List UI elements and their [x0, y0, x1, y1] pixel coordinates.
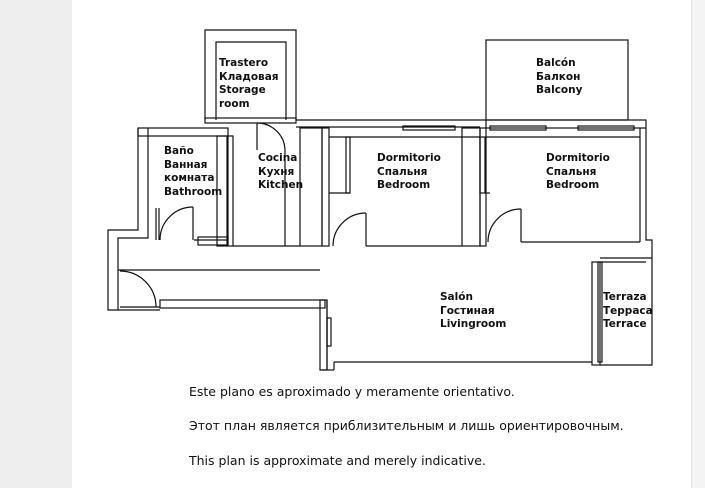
label-line: Dormitorio: [377, 152, 441, 164]
label-line: Спальня: [546, 165, 597, 178]
label-terraza: Terraza Терраса Terrace: [603, 291, 653, 332]
outer-walls: [107, 119, 653, 366]
label-line: Гостиная: [440, 304, 495, 317]
bedroom2-walls: [479, 127, 640, 247]
livingroom-walls: [118, 257, 652, 371]
label-line: Storage: [219, 84, 266, 96]
label-salon: Salón Гостиная Livingroom: [440, 291, 506, 332]
label-line: Balcón: [536, 57, 576, 69]
label-line: Kitchen: [258, 179, 304, 191]
label-line: Cocina: [258, 152, 298, 164]
label-line: комната: [164, 172, 215, 184]
label-line: Dormitorio: [546, 152, 610, 164]
label-line: Спальня: [377, 165, 428, 178]
label-balcon: Balcón Балкон Balcony: [536, 57, 582, 98]
label-line: Балкон: [536, 70, 581, 83]
label-line: Terrace: [603, 318, 647, 330]
label-line: Trastero: [219, 57, 269, 69]
label-line: Кладовая: [219, 70, 279, 83]
vertical-scrollbar[interactable]: [691, 0, 705, 488]
kitchen-walls: [227, 135, 300, 247]
label-line: Bedroom: [546, 179, 600, 191]
plan-sheet: [72, 0, 691, 488]
disclaimer-en: This plan is approximate and merely indi…: [189, 453, 486, 468]
label-cocina: Cocina Кухня Kitchen: [258, 152, 303, 193]
label-dormitorio-2: Dormitorio Спальня Bedroom: [546, 152, 610, 193]
label-line: Baño: [164, 145, 194, 157]
label-trastero: Trastero Кладовая Storage room: [219, 57, 279, 111]
label-bano: Baño Ванная комната Bathroom: [164, 145, 222, 199]
disclaimer-ru: Этот план является приблизительным и лиш…: [189, 418, 624, 433]
label-line: Bedroom: [377, 179, 431, 191]
label-line: Терраса: [603, 304, 653, 317]
label-line: Terraza: [603, 291, 647, 303]
label-line: Bathroom: [164, 185, 223, 198]
label-line: room: [219, 97, 250, 110]
label-dormitorio-1: Dormitorio Спальня Bedroom: [377, 152, 441, 193]
label-line: Salón: [440, 291, 473, 303]
label-line: Ванная: [164, 158, 208, 171]
label-line: Balcony: [536, 84, 583, 96]
label-line: Кухня: [258, 165, 295, 178]
disclaimer-es: Este plano es aproximado y meramente ori…: [189, 384, 515, 399]
bathroom-walls: [155, 135, 229, 247]
label-line: Livingroom: [440, 318, 507, 330]
